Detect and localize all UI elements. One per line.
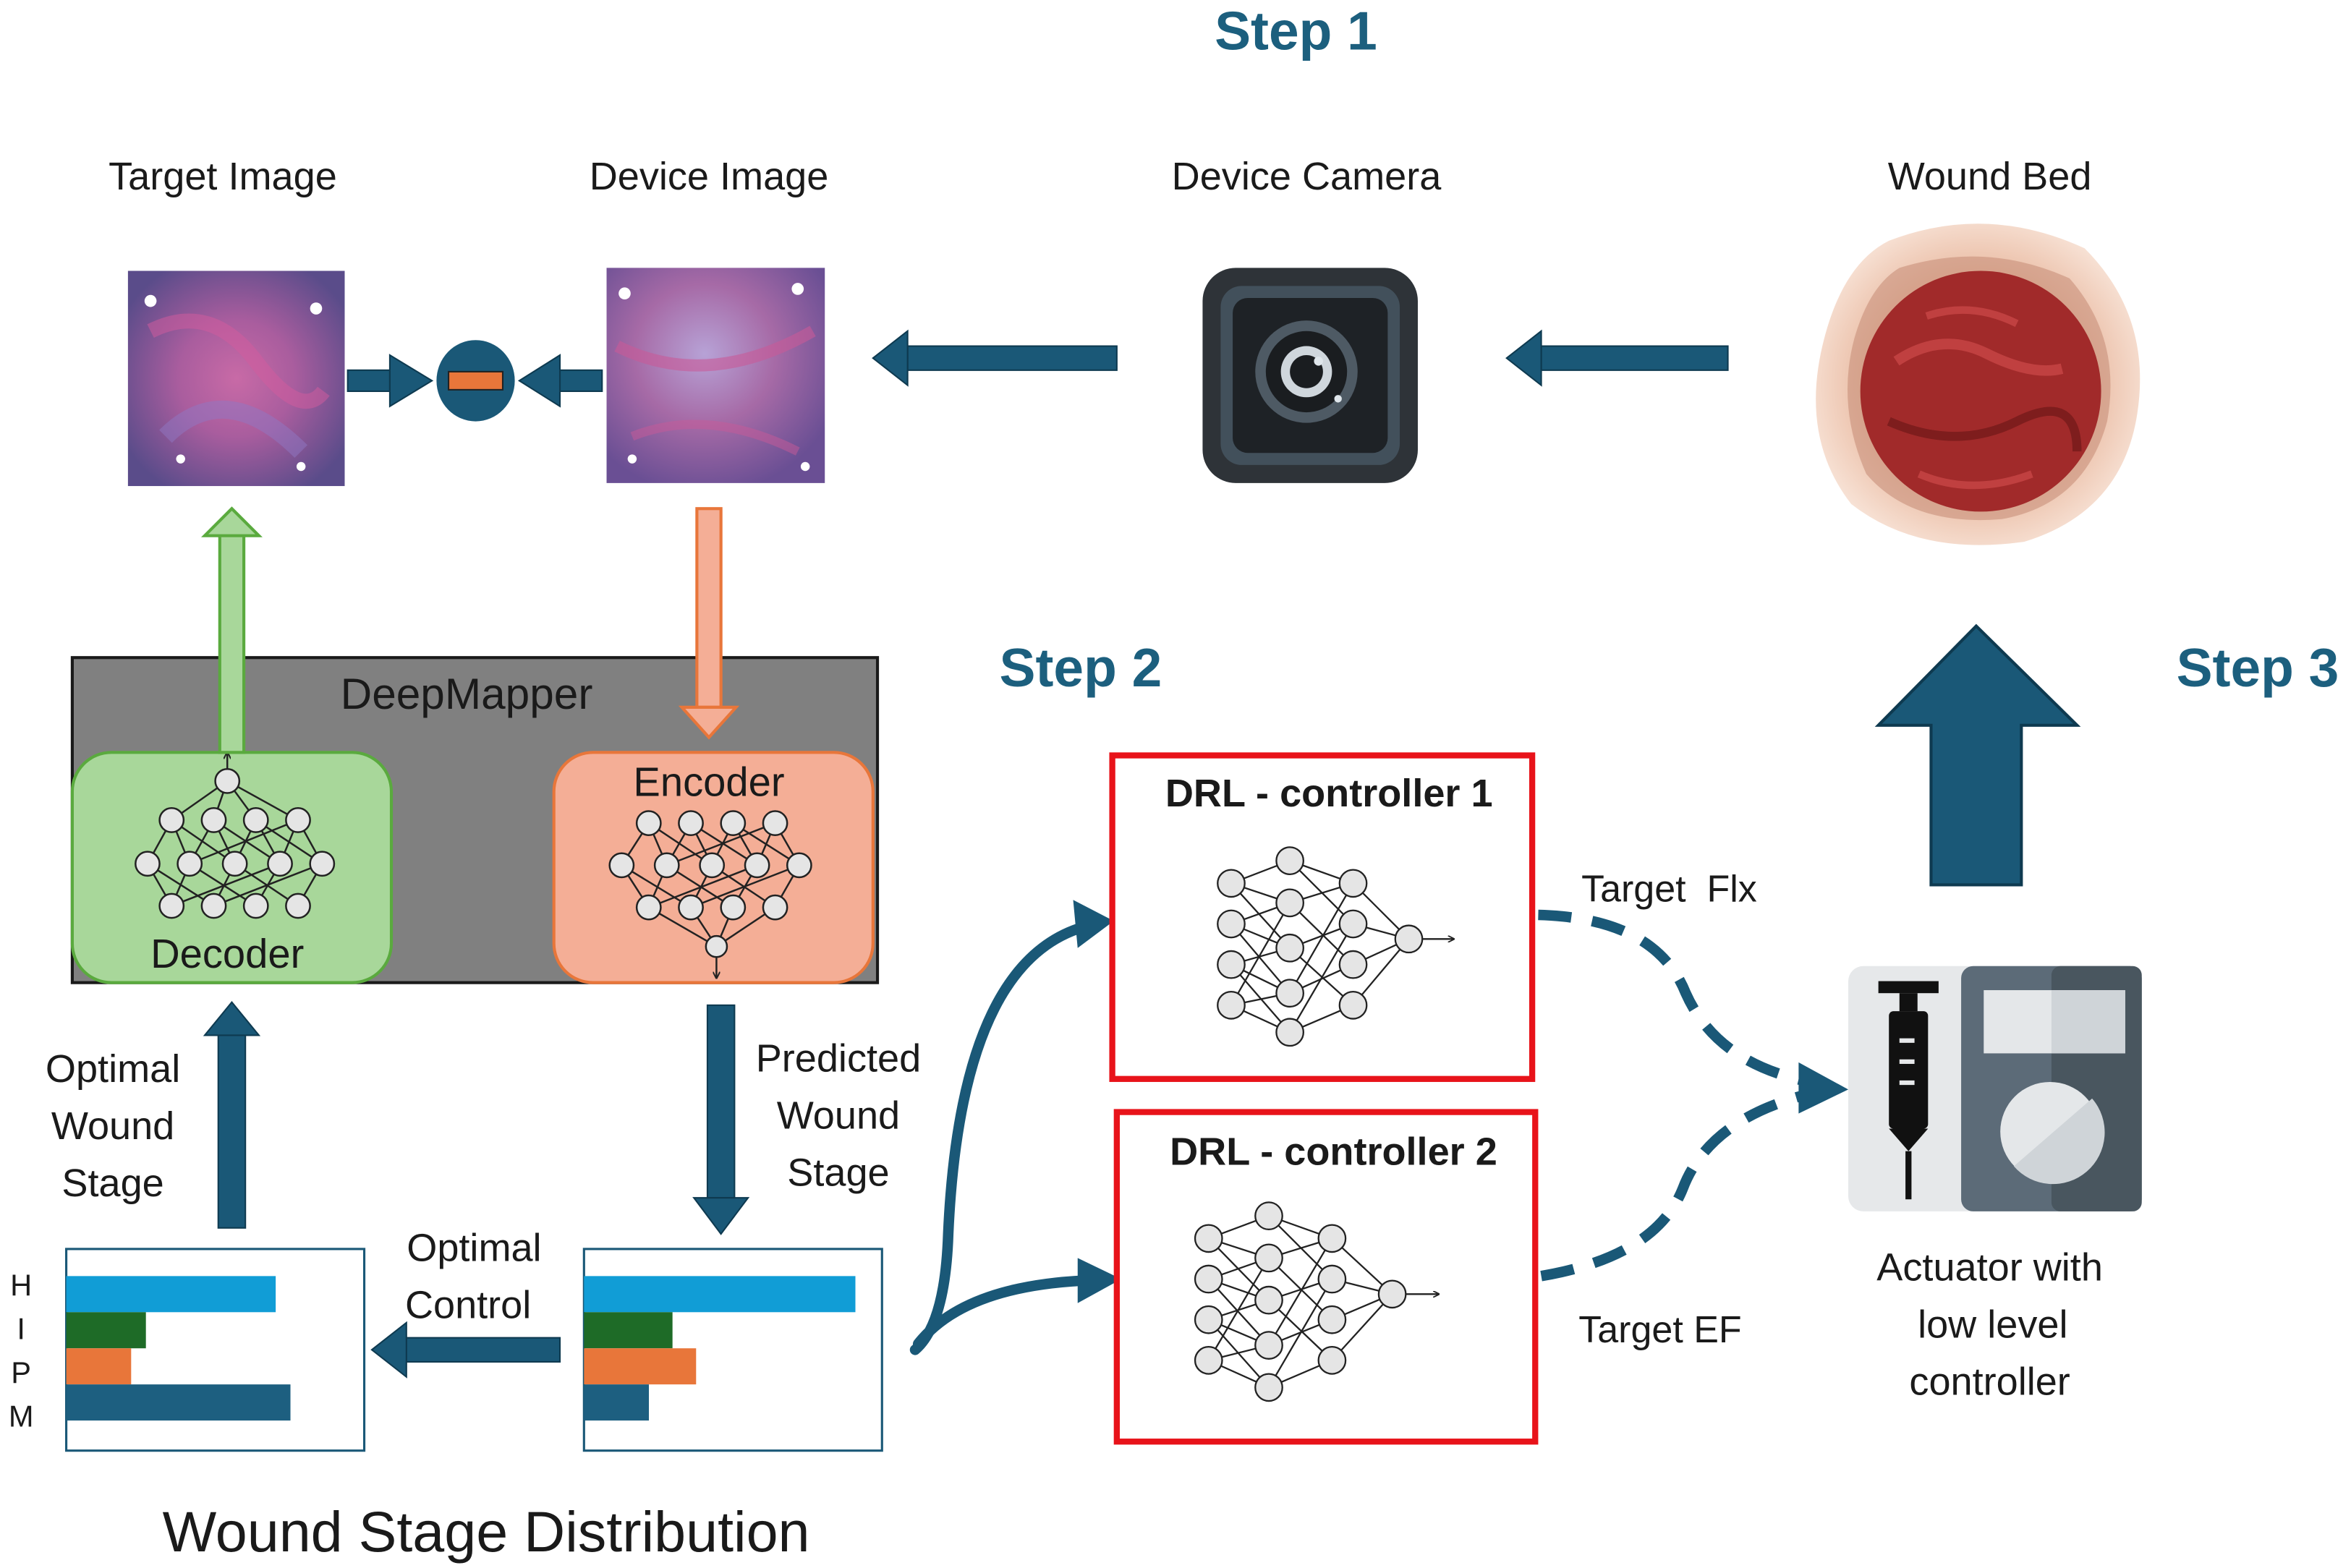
distribution-title: Wound Stage Distribution bbox=[163, 1499, 810, 1564]
predicted-wound-stage-label: Predicted Wound Stage bbox=[756, 1036, 921, 1194]
actuator-label-line2: low level bbox=[1918, 1303, 2067, 1347]
row-label-m: M bbox=[9, 1399, 34, 1433]
predicted-bar-p bbox=[584, 1348, 697, 1385]
row-labels: H I P M bbox=[9, 1268, 34, 1433]
wound-bed-image bbox=[1816, 223, 2140, 545]
step-1-title: Step 1 bbox=[1215, 1, 1377, 61]
encoder-network-icon bbox=[608, 810, 812, 978]
dashed-arrows-to-actuator bbox=[1538, 909, 1805, 1282]
predicted-wound-stage-line2: Wound bbox=[777, 1094, 900, 1137]
drl-controller-2-label: DRL - controller 2 bbox=[1170, 1130, 1497, 1173]
drl-controller-1-label: DRL - controller 1 bbox=[1165, 772, 1493, 815]
optimal-control-label: Optimal Control bbox=[405, 1227, 542, 1327]
arrow-actuator-to-woundbed bbox=[1874, 623, 2081, 887]
arrow-to-controller-1 bbox=[909, 921, 1089, 1355]
dashed-arrow-controller-2 bbox=[1540, 1090, 1805, 1282]
dashed-arrow-head bbox=[1798, 1062, 1849, 1114]
optimal-control-line1: Optimal bbox=[407, 1227, 541, 1270]
encoder-label: Encoder bbox=[633, 759, 784, 805]
actuator-label: Actuator with low level controller bbox=[1876, 1246, 2103, 1404]
controller-2-network-icon bbox=[1194, 1201, 1439, 1402]
device-camera-label: Device Camera bbox=[1172, 155, 1442, 198]
arrow-head-controller-2 bbox=[1077, 1258, 1122, 1303]
optimal-bar-i bbox=[66, 1312, 146, 1349]
arrow-camera-to-device-image bbox=[872, 329, 1118, 387]
decoder-network-icon bbox=[135, 752, 336, 919]
arrow-device-to-comparator bbox=[517, 354, 603, 408]
predicted-bar-i bbox=[584, 1312, 673, 1349]
controller-1-network-icon bbox=[1217, 846, 1454, 1047]
optimal-wound-stage-line1: Optimal bbox=[46, 1047, 180, 1091]
actuator-label-line3: controller bbox=[1909, 1360, 2070, 1404]
arrow-optimal-to-decoder bbox=[203, 1001, 261, 1229]
camera-icon bbox=[1202, 268, 1418, 483]
row-label-h: H bbox=[10, 1268, 32, 1302]
optimal-wound-stage-line3: Stage bbox=[61, 1162, 163, 1205]
arrow-head-controller-1 bbox=[1073, 900, 1114, 948]
wound-bed-label: Wound Bed bbox=[1888, 155, 2092, 198]
device-image-label: Device Image bbox=[590, 155, 829, 198]
deepmapper-title: DeepMapper bbox=[341, 669, 593, 718]
arrow-encoder-to-predicted bbox=[692, 1004, 750, 1235]
dashed-arrow-controller-1 bbox=[1538, 909, 1805, 1086]
arrow-decoder-to-target-image bbox=[200, 506, 263, 754]
device-image bbox=[606, 268, 825, 483]
step-3-title: Step 3 bbox=[2177, 637, 2339, 698]
predicted-bar-h bbox=[584, 1276, 856, 1313]
optimal-bar-h bbox=[66, 1276, 276, 1313]
arrow-predicted-to-optimal bbox=[370, 1321, 561, 1379]
target-ef-label: Target EF bbox=[1578, 1309, 1741, 1351]
decoder-label: Decoder bbox=[150, 931, 304, 976]
arrows-to-controllers bbox=[909, 921, 1089, 1355]
actuator-icon bbox=[1848, 966, 2142, 1211]
arrow-woundbed-to-camera bbox=[1505, 329, 1729, 387]
arrow-to-controller-2 bbox=[912, 1275, 1089, 1350]
target-image-label: Target Image bbox=[109, 155, 337, 198]
predicted-distribution-chart bbox=[584, 1276, 856, 1421]
drl-controller-1-box bbox=[1109, 752, 1536, 1082]
predicted-wound-stage-line3: Stage bbox=[787, 1151, 889, 1195]
predicted-bar-m bbox=[584, 1384, 650, 1421]
row-label-p: P bbox=[11, 1355, 31, 1389]
optimal-wound-stage-line2: Wound bbox=[51, 1104, 174, 1148]
arrow-device-image-to-encoder bbox=[678, 507, 740, 740]
target-flx-label: Target Flx bbox=[1581, 868, 1757, 910]
step-2-title: Step 2 bbox=[1000, 637, 1162, 698]
optimal-wound-stage-label: Optimal Wound Stage bbox=[46, 1047, 180, 1205]
target-image bbox=[127, 270, 345, 487]
comparison-operator bbox=[436, 340, 515, 422]
optimal-distribution-chart bbox=[66, 1276, 291, 1421]
predicted-wound-stage-line1: Predicted bbox=[756, 1036, 921, 1080]
optimal-control-line2: Control bbox=[405, 1284, 531, 1327]
actuator-label-line1: Actuator with bbox=[1876, 1246, 2103, 1290]
optimal-bar-p bbox=[66, 1348, 132, 1385]
optimal-bar-m bbox=[66, 1384, 291, 1421]
arrow-target-to-comparator bbox=[347, 354, 434, 408]
row-label-i: I bbox=[17, 1312, 25, 1346]
